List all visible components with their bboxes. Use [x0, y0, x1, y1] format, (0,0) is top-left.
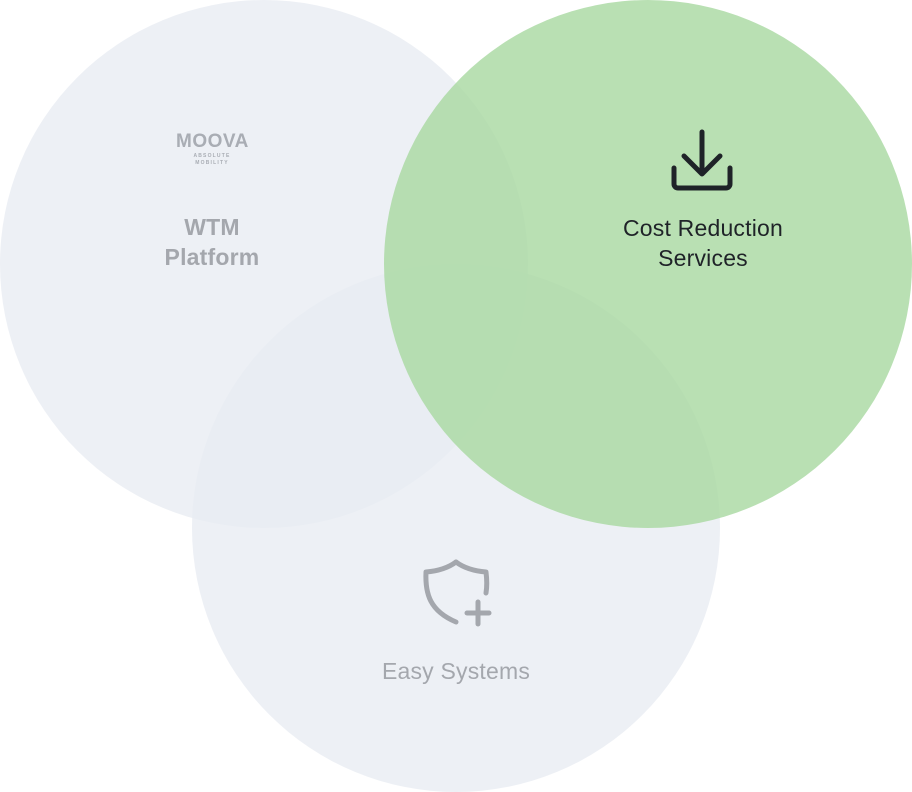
- cost-reduction-label: Cost Reduction Services: [578, 213, 828, 273]
- wtm-label-line2: Platform: [164, 244, 260, 270]
- download-tray-icon: [670, 128, 734, 199]
- shield-plus-icon: [418, 556, 498, 635]
- moova-logo: MOOVA ABSOLUTE MOBILITY: [176, 131, 248, 167]
- wtm-label-line1: WTM: [184, 214, 240, 240]
- cost-label-line1: Cost Reduction: [622, 215, 784, 241]
- logo-tagline: ABSOLUTE MOBILITY: [193, 153, 231, 166]
- easy-systems-label: Easy Systems: [381, 658, 531, 684]
- circle-cost-reduction: [384, 0, 912, 528]
- logo-wordmark: MOOVA: [176, 131, 249, 152]
- cost-label-line2: Services: [658, 245, 748, 271]
- wtm-platform-label: WTM Platform: [112, 212, 312, 272]
